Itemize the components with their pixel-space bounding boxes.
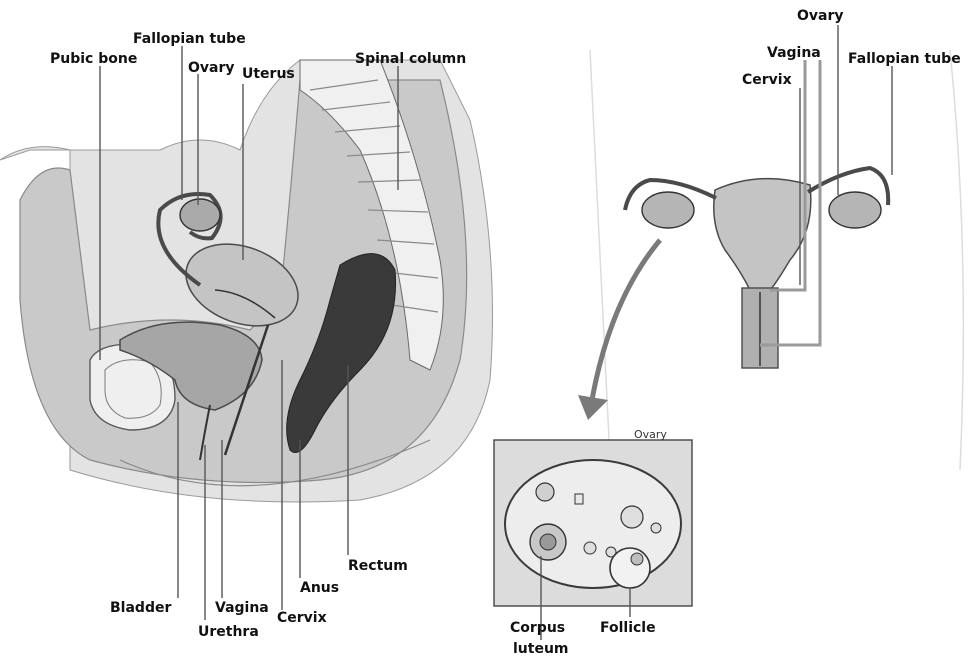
- ovary-shape: [180, 199, 220, 231]
- label-urethra: Urethra: [198, 624, 259, 640]
- label-anus: Anus: [300, 580, 339, 596]
- inset-small-follicle-3: [621, 506, 643, 528]
- frontal-ovary-left: [642, 192, 694, 228]
- inset-small-follicle-4: [584, 542, 596, 554]
- label-uterus: Uterus: [242, 66, 295, 82]
- label-follicle: Follicle: [600, 620, 656, 636]
- inset-small-follicle-1: [536, 483, 554, 501]
- inset-small-follicle-2: [575, 494, 583, 504]
- frontal-labels: Ovary Vagina Cervix Fallopian tube: [742, 8, 961, 88]
- zoom-arrow-head: [578, 395, 608, 420]
- inset-follicle-oocyte: [631, 553, 643, 565]
- label-fallopian-tube: Fallopian tube: [133, 31, 246, 47]
- frontal-uterus: [714, 179, 811, 290]
- frontal-ovary-right: [829, 192, 881, 228]
- sagittal-view: [0, 60, 493, 502]
- label-luteum: luteum: [513, 641, 569, 657]
- label-corpus: Corpus: [510, 620, 565, 636]
- label-cervix: Cervix: [277, 610, 327, 626]
- label-pubic-bone: Pubic bone: [50, 51, 137, 67]
- label-frontal-cervix: Cervix: [742, 72, 792, 88]
- inset-follicle: [610, 548, 650, 588]
- ovary-inset: Ovary Corpus luteum Follicle: [494, 428, 692, 657]
- label-rectum: Rectum: [348, 558, 408, 574]
- label-ovary: Ovary: [188, 60, 235, 76]
- inset-title: Ovary: [634, 428, 667, 441]
- inset-corpus-core: [540, 534, 556, 550]
- label-frontal-vagina: Vagina: [767, 45, 821, 61]
- label-spinal-column: Spinal column: [355, 51, 466, 67]
- label-frontal-ovary: Ovary: [797, 8, 844, 24]
- label-bladder: Bladder: [110, 600, 171, 616]
- label-frontal-fallopian-tube: Fallopian tube: [848, 51, 961, 67]
- inset-small-follicle-6: [651, 523, 661, 533]
- zoom-arrow: [592, 240, 660, 400]
- label-vagina: Vagina: [215, 600, 269, 616]
